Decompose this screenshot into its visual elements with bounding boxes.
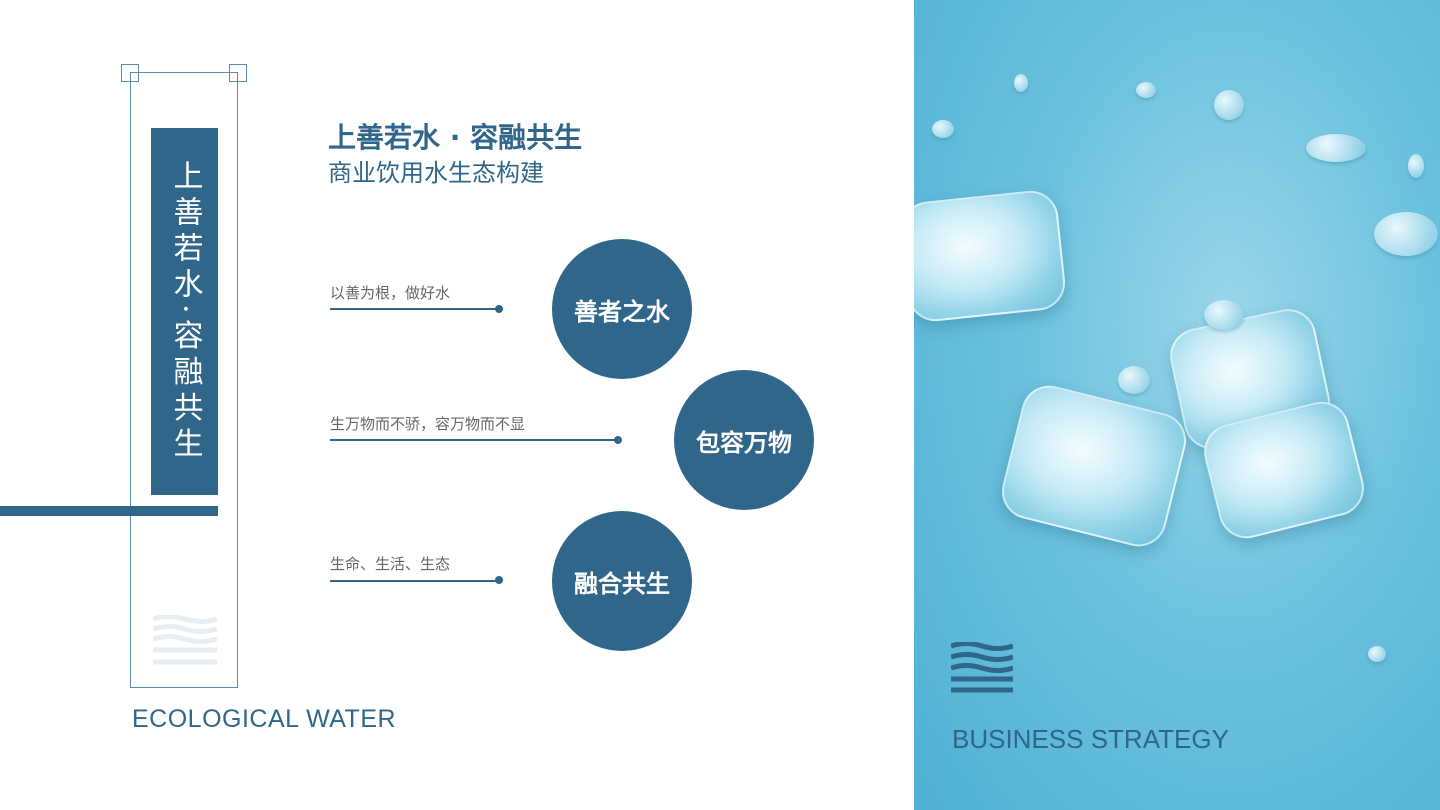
frame-corner	[121, 64, 139, 82]
circle-ronghe: 融合共生	[552, 511, 692, 651]
waves-icon	[153, 615, 217, 665]
ecological-water-label: ECOLOGICAL WATER	[132, 705, 397, 733]
item-caption: 生命、生活、生态	[330, 555, 451, 573]
circle-baorong: 包容万物	[674, 370, 814, 510]
connector-dot	[614, 436, 622, 444]
ice-cubes-photo	[914, 0, 1440, 810]
item-caption: 以善为根，做好水	[330, 284, 451, 302]
connector-line	[330, 308, 498, 310]
connector-dot	[495, 576, 503, 584]
circle-shanzhe: 善者之水	[552, 239, 692, 379]
frame-corner	[229, 64, 247, 82]
connector-dot	[495, 305, 503, 313]
page-title: 上善若水 · 容融共生	[328, 121, 583, 154]
waves-icon	[951, 642, 1013, 693]
connector-line	[330, 580, 498, 582]
vertical-title-banner: 上善若水·容融共生	[151, 128, 218, 495]
business-strategy-label: BUSINESS STRATEGY	[952, 724, 1229, 754]
page-subtitle: 商业饮用水生态构建	[328, 159, 544, 187]
decorative-frame	[130, 72, 238, 688]
item-caption: 生万物而不骄，容万物而不显	[330, 415, 526, 433]
horizontal-accent-bar	[0, 506, 218, 516]
connector-line	[330, 439, 618, 441]
